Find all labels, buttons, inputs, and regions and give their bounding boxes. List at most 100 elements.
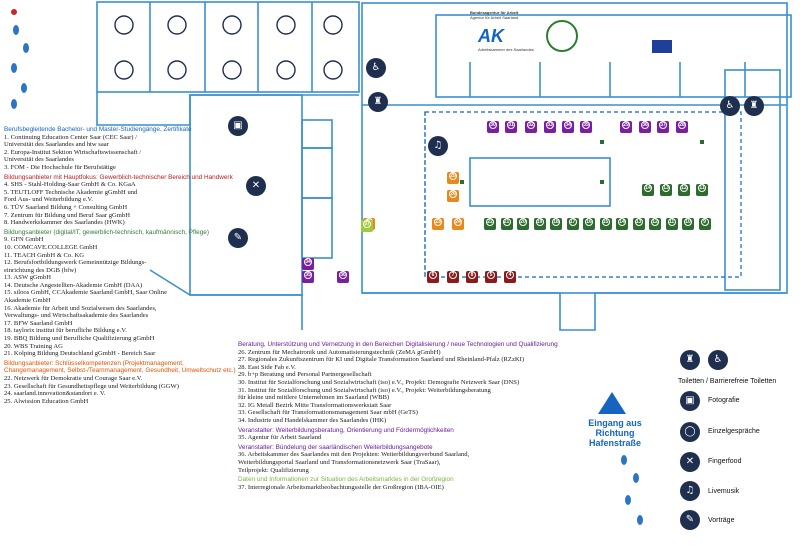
booth-marker[interactable]: 19 bbox=[533, 218, 546, 230]
list-item: 6. TÜV Saarland Bildung + Consulting Gmb… bbox=[4, 203, 128, 211]
legend-column-1: Berufsbegleitende Bachelor- und Master-S… bbox=[4, 126, 240, 405]
section-title: Bildungsanbieter mit Hauptfokus: Gewerbl… bbox=[4, 173, 233, 181]
booth-marker[interactable]: 32 bbox=[525, 121, 537, 133]
booth-marker[interactable]: 34 bbox=[302, 258, 314, 270]
booth-marker[interactable]: 36 bbox=[639, 121, 651, 133]
booth-number: 29 bbox=[622, 121, 630, 130]
list-item: 17. BFW Saarland GmbH bbox=[4, 319, 73, 327]
booth-marker[interactable]: 7 bbox=[447, 271, 459, 283]
booth-marker[interactable]: 12 bbox=[649, 218, 661, 230]
fingerfood-icon: ✕ bbox=[246, 176, 266, 196]
microphone-icon: ✎ bbox=[680, 510, 700, 530]
booth-marker[interactable]: 13 bbox=[660, 184, 672, 196]
booth-marker[interactable]: 37 bbox=[361, 220, 373, 232]
booth-marker[interactable]: 9 bbox=[698, 218, 711, 230]
chat-icon bbox=[276, 60, 296, 80]
booth-number: 17 bbox=[568, 218, 577, 227]
booth-number: 34 bbox=[564, 121, 572, 130]
booth-marker[interactable]: 34 bbox=[562, 121, 574, 133]
list-item: Verwaltungs- und Wirtschaftsakademie des… bbox=[4, 312, 149, 320]
list-item: 2. Europa-Institut Sektion Wirtschaftswi… bbox=[4, 148, 142, 156]
booth-marker[interactable]: 36 bbox=[337, 271, 349, 283]
camera-icon: ▣ bbox=[680, 391, 700, 411]
list-item: 18. taylorix institut für berufliche Bil… bbox=[4, 327, 127, 335]
list-item: Universität des Saarlandes bbox=[4, 156, 74, 164]
booth-marker[interactable]: 21 bbox=[500, 218, 513, 230]
booth-marker[interactable]: 8 bbox=[466, 271, 478, 283]
booth-number: 19 bbox=[535, 218, 544, 227]
booth-number: 24 bbox=[454, 218, 462, 227]
booth-number: 14 bbox=[644, 184, 652, 193]
booth-marker[interactable]: 13 bbox=[632, 218, 645, 230]
chat-icon bbox=[114, 15, 134, 35]
booth-marker[interactable]: 31 bbox=[505, 121, 517, 133]
booth-number: 36 bbox=[641, 121, 649, 130]
list-item: 19. BBQ Bildung und Berufliche Qualifizi… bbox=[4, 335, 155, 343]
booth-number: 20 bbox=[519, 218, 527, 227]
fingerfood-icon: ✕ bbox=[680, 452, 700, 472]
booth-marker[interactable]: 29 bbox=[620, 121, 632, 133]
booth-marker[interactable]: 35 bbox=[580, 121, 592, 133]
list-item: 20. WBS Training AG bbox=[4, 342, 63, 350]
booth-marker[interactable]: 12 bbox=[678, 184, 690, 196]
booth-number: 33 bbox=[546, 121, 554, 130]
list-item: für kleine und mittlere Unternehmen im S… bbox=[238, 394, 390, 402]
section-title: Bildungsanbieter: Schlüsselkompetenzen (… bbox=[4, 359, 236, 375]
booth-marker[interactable]: 33 bbox=[544, 121, 556, 133]
legend-label-chat: Einzelgespräche bbox=[708, 428, 760, 435]
booth-number: 15 bbox=[601, 218, 610, 227]
main-hall bbox=[361, 2, 788, 294]
chat-icon bbox=[167, 15, 187, 35]
booth-marker[interactable]: 26 bbox=[447, 190, 459, 202]
legend-label-food: Fingerfood bbox=[708, 458, 742, 465]
booth-marker[interactable]: 25 bbox=[447, 172, 459, 184]
ba-logo: Bundesagentur für Arbeit Agentur für Arb… bbox=[470, 10, 518, 20]
booth-marker[interactable]: 10 bbox=[682, 218, 694, 230]
list-item: 36. Arbeitskammer des Saarlandes mit den… bbox=[238, 451, 470, 459]
toilet-icon: ♜ bbox=[680, 350, 700, 370]
list-item: 8. Handwerkskammer des Saarlandes (HWK) bbox=[4, 219, 125, 227]
legend-column-2: Beratung, Unterstützung und Vernetzung i… bbox=[238, 341, 578, 491]
list-item: 7. Zentrum für Bildung und Beruf Saar gG… bbox=[4, 211, 130, 219]
booth-marker[interactable]: 22 bbox=[484, 218, 496, 230]
list-item: 37. Interregionale Arbeitsmarktbeobachtu… bbox=[238, 483, 444, 491]
booth-number: 4 bbox=[506, 271, 514, 280]
list-item: Universität des Saarlandes and htw saar bbox=[4, 141, 109, 149]
list-item: Ford Aus- und Weiterbildung e.V. bbox=[4, 196, 93, 204]
list-item: 16. Akademie für Arbeit und Sozialwesen … bbox=[4, 304, 157, 312]
booth-marker[interactable]: 23 bbox=[432, 218, 444, 230]
booth-marker[interactable]: 4 bbox=[504, 271, 516, 283]
booth-marker[interactable]: 28 bbox=[676, 121, 688, 133]
booth-marker[interactable]: 37 bbox=[657, 121, 669, 133]
booth-marker[interactable]: 15 bbox=[599, 218, 612, 230]
booth-marker[interactable]: 18 bbox=[550, 218, 562, 230]
booth-number: 25 bbox=[449, 172, 457, 181]
booth-number: 16 bbox=[585, 218, 593, 227]
list-item: 28. East Side Fab e.V. bbox=[238, 363, 296, 371]
booth-marker[interactable]: 20 bbox=[517, 218, 529, 230]
booth-marker[interactable]: 11 bbox=[696, 184, 708, 196]
list-item: 26. Zentrum für Mechatronik und Automati… bbox=[238, 348, 441, 356]
booth-number: 34 bbox=[304, 258, 312, 267]
list-item: Teilprojekt: Qualifizierung bbox=[238, 466, 309, 474]
booth-marker[interactable]: 17 bbox=[566, 218, 579, 230]
list-item: 35. Agentur für Arbeit Saarland bbox=[238, 434, 322, 442]
booth-marker[interactable]: 24 bbox=[452, 218, 464, 230]
booth-number: 8 bbox=[468, 271, 476, 280]
booth-marker[interactable]: 16 bbox=[583, 218, 595, 230]
section-list: 1. Continuing Education Center Saar (CEC… bbox=[4, 134, 240, 172]
booth-marker[interactable]: 6 bbox=[427, 271, 439, 283]
list-item: 33. Gesellschaft für Transformationsmana… bbox=[238, 409, 419, 417]
booth-marker[interactable]: 30 bbox=[487, 121, 499, 133]
list-item: 25. Alwission Education GmbH bbox=[4, 397, 89, 405]
list-item: 4. SHS - Stahl-Holding-Saar GmbH & Co. K… bbox=[4, 181, 136, 189]
booth-number: 10 bbox=[684, 218, 692, 227]
booth-marker[interactable]: 35 bbox=[302, 271, 314, 283]
list-item: 29. b+p Beratung und Personal Partnerges… bbox=[238, 371, 372, 379]
booth-marker[interactable]: 5 bbox=[485, 271, 497, 283]
booth-marker[interactable]: 11 bbox=[665, 218, 678, 230]
booth-marker[interactable]: 14 bbox=[642, 184, 654, 196]
booth-marker[interactable]: 14 bbox=[616, 218, 628, 230]
toilet-icon: ♜ bbox=[744, 96, 764, 116]
